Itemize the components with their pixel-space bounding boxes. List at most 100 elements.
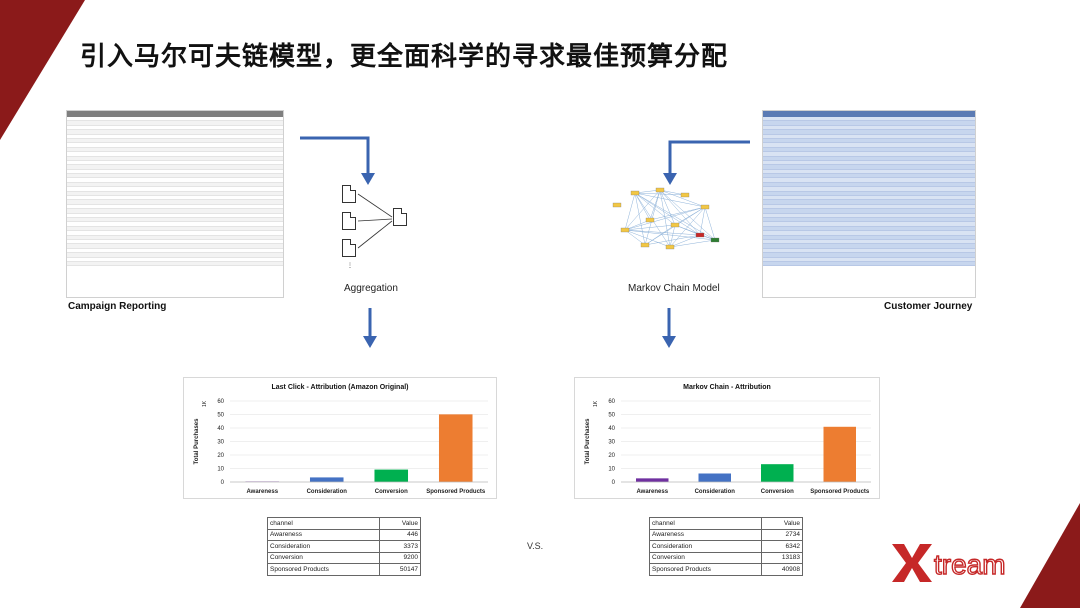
sheet-row (67, 135, 283, 139)
sheet-row (763, 239, 975, 245)
sheet-row (67, 200, 283, 205)
sheet-row (763, 244, 975, 249)
channel-cell: Consideration (266, 540, 381, 553)
graph-edge (634, 189, 661, 194)
graph-edge (659, 189, 701, 236)
aggregation-lines (357, 193, 393, 249)
value-cell: 6342 (761, 540, 803, 553)
y-tick-label: 40 (217, 426, 224, 432)
sheet-header (67, 111, 283, 117)
sheet-row (67, 174, 283, 179)
sheet-row (67, 253, 283, 258)
markov-model-label: Markov Chain Model (628, 283, 720, 294)
graph-edge (624, 219, 651, 231)
graph-node (665, 244, 675, 250)
x-tick-label: Sponsored Products (426, 489, 486, 495)
bar (698, 473, 731, 482)
last-click-chart: Last Click - Attribution (Amazon Origina… (183, 377, 497, 499)
y-tick-label: 60 (217, 399, 224, 405)
sheet-row (67, 143, 283, 148)
campaign-report-thumbnail (66, 110, 284, 298)
value-cell: 446 (379, 528, 421, 541)
channel-cell: Conversion (266, 551, 381, 564)
sheet-row (763, 125, 975, 131)
sheet-row (67, 130, 283, 135)
y-tick-label: 0 (221, 480, 225, 486)
y-tick-label: 10 (608, 467, 615, 473)
graph-node (680, 192, 690, 198)
y-axis-label: Total Purchases (585, 418, 591, 465)
graph-edge (659, 189, 686, 196)
graph-edge (634, 192, 706, 208)
channel-cell: Sponsored Products (266, 563, 381, 576)
sheet-row (763, 152, 975, 157)
sheet-row (763, 165, 975, 170)
value-cell: 3373 (379, 540, 421, 553)
graph-node (612, 202, 622, 208)
graph-edge (659, 189, 676, 226)
graph-edge (644, 234, 701, 246)
graph-edge (634, 192, 646, 246)
document-icon (342, 185, 356, 203)
sheet-row (67, 217, 283, 223)
y-tick-label: 40 (608, 426, 615, 432)
sheet-row (67, 161, 283, 166)
graph-edge (649, 189, 661, 221)
value-cell: 40908 (761, 563, 803, 576)
sheet-row (763, 182, 975, 188)
bar (636, 478, 669, 482)
x-tick-label: Awareness (246, 489, 278, 495)
page-title: 引入马尔可夫链模型，更全面科学的寻求最佳预算分配 (80, 42, 729, 72)
sheet-row (67, 165, 283, 170)
sheet-row (67, 182, 283, 188)
sheet-row (67, 214, 283, 218)
x-tick-label: Awareness (636, 489, 668, 495)
sheet-row (763, 143, 975, 148)
sheet-row (67, 240, 283, 245)
y-unit-label: 1K (202, 400, 208, 407)
graph-edge (624, 224, 676, 231)
value-cell: 50147 (379, 563, 421, 576)
graph-edge (644, 189, 661, 246)
channel-cell: Consideration (648, 540, 763, 553)
sheet-row (763, 196, 975, 201)
y-tick-label: 10 (217, 467, 224, 473)
sheet-row (67, 222, 283, 227)
sheet-row (67, 138, 283, 144)
graph-edge (699, 206, 706, 236)
sheet-row (67, 191, 283, 197)
sheet-row (763, 257, 975, 262)
y-tick-label: 0 (612, 480, 616, 486)
sheet-row (67, 147, 283, 153)
corner-decoration-bottom-right (1020, 503, 1080, 608)
sheet-row (67, 152, 283, 157)
sheet-row (763, 253, 975, 258)
y-unit-label: 1K (593, 400, 599, 407)
sheet-row (763, 160, 975, 166)
sheet-row (763, 217, 975, 223)
aggregate-document-icon (393, 208, 407, 226)
graph-edge (624, 189, 661, 231)
value-cell: 13183 (761, 551, 803, 564)
sheet-row (763, 174, 975, 179)
graph-edge (634, 192, 651, 221)
y-tick-label: 30 (608, 440, 615, 446)
sheet-row (67, 209, 283, 214)
sheet-row (763, 222, 975, 227)
customer-journey-label: Customer Journey (884, 301, 973, 312)
graph-edge (659, 189, 716, 241)
chart-title: Last Click - Attribution (Amazon Origina… (271, 384, 409, 391)
bar (309, 477, 344, 482)
graph-edge (624, 192, 636, 231)
y-tick-label: 20 (217, 453, 224, 459)
